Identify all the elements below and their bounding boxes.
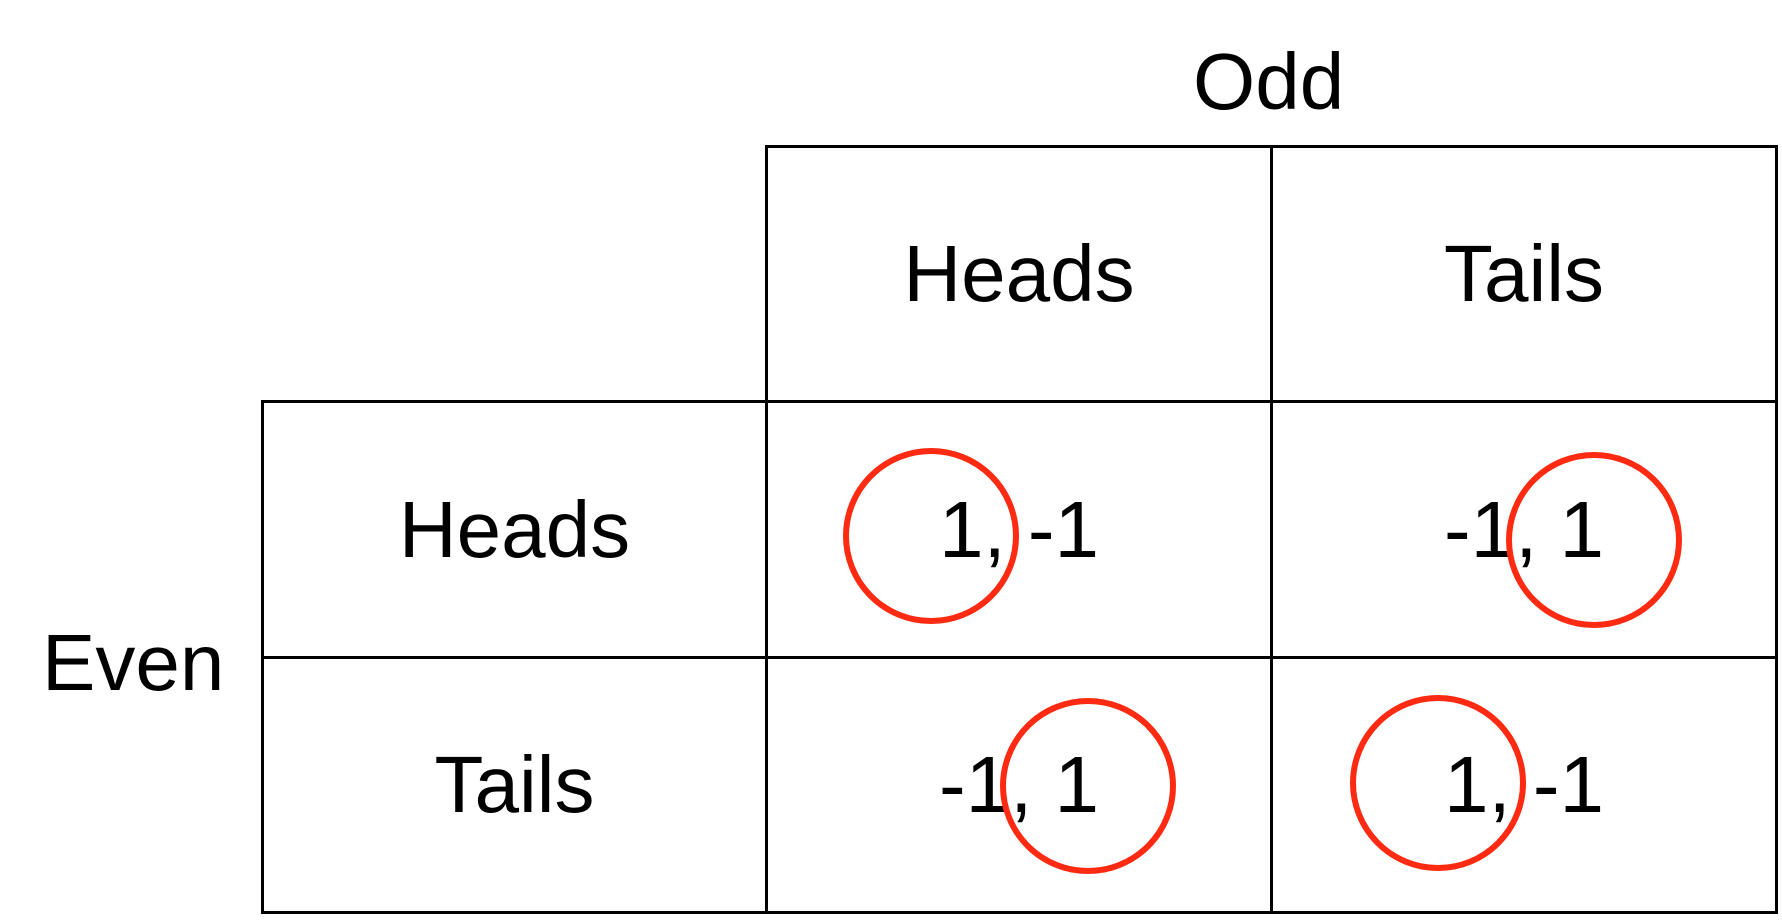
best-response-circle — [1350, 695, 1526, 871]
row-player-label: Even — [42, 618, 225, 707]
row-strategy-label: Tails — [434, 740, 595, 829]
row-strategy-label: Heads — [398, 484, 631, 574]
column-player-label: Odd — [1193, 37, 1345, 126]
row-header-tails: Tails — [261, 656, 768, 914]
best-response-circle — [843, 448, 1019, 624]
best-response-circle — [1506, 452, 1682, 628]
column-header-heads: Heads — [765, 145, 1273, 403]
payoff-cell-heads-heads: 1, -1 — [765, 400, 1273, 659]
column-strategy-label: Tails — [1443, 229, 1605, 318]
row-payoff: -1 — [938, 740, 1011, 829]
column-payoff: -1 — [1027, 484, 1100, 574]
best-response-circle — [1000, 698, 1176, 874]
column-header-tails: Tails — [1270, 145, 1778, 403]
column-strategy-label: Heads — [903, 229, 1135, 318]
column-payoff: -1 — [1532, 740, 1605, 829]
row-header-heads: Heads — [261, 400, 768, 659]
row-payoff: -1 — [1443, 484, 1516, 574]
